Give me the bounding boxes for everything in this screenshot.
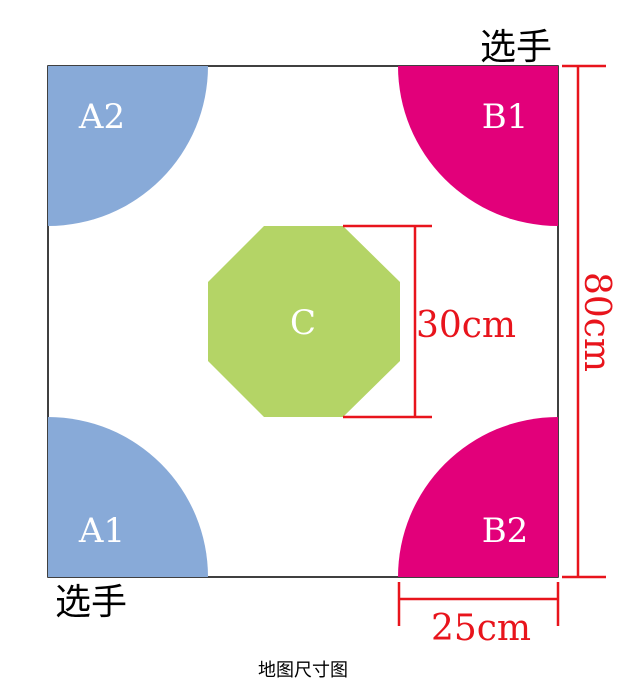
player-label-top: 选手 (480, 27, 552, 68)
zone-label-a1: A1 (78, 511, 125, 551)
figure-caption: 地图尺寸图 (258, 660, 348, 681)
zone-b1-quarter (398, 66, 558, 226)
zone-a2-quarter (48, 66, 208, 226)
zone-b2-quarter (398, 417, 558, 577)
zone-label-c: C (290, 303, 316, 343)
zone-label-a2: A2 (78, 97, 125, 137)
dimension-side (562, 64, 606, 579)
dimension-side-label: 80cm (576, 272, 617, 372)
dimension-corner-label: 25cm (431, 608, 531, 649)
zone-c-octagon (208, 226, 400, 417)
player-label-bottom: 选手 (55, 582, 127, 623)
dimension-corner (397, 582, 560, 626)
zone-a1-quarter (48, 417, 208, 577)
zone-label-b2: B2 (482, 511, 529, 551)
dimension-octagon-label: 30cm (416, 305, 516, 346)
dimension-octagon (343, 224, 432, 419)
zone-label-b1: B1 (482, 97, 529, 137)
